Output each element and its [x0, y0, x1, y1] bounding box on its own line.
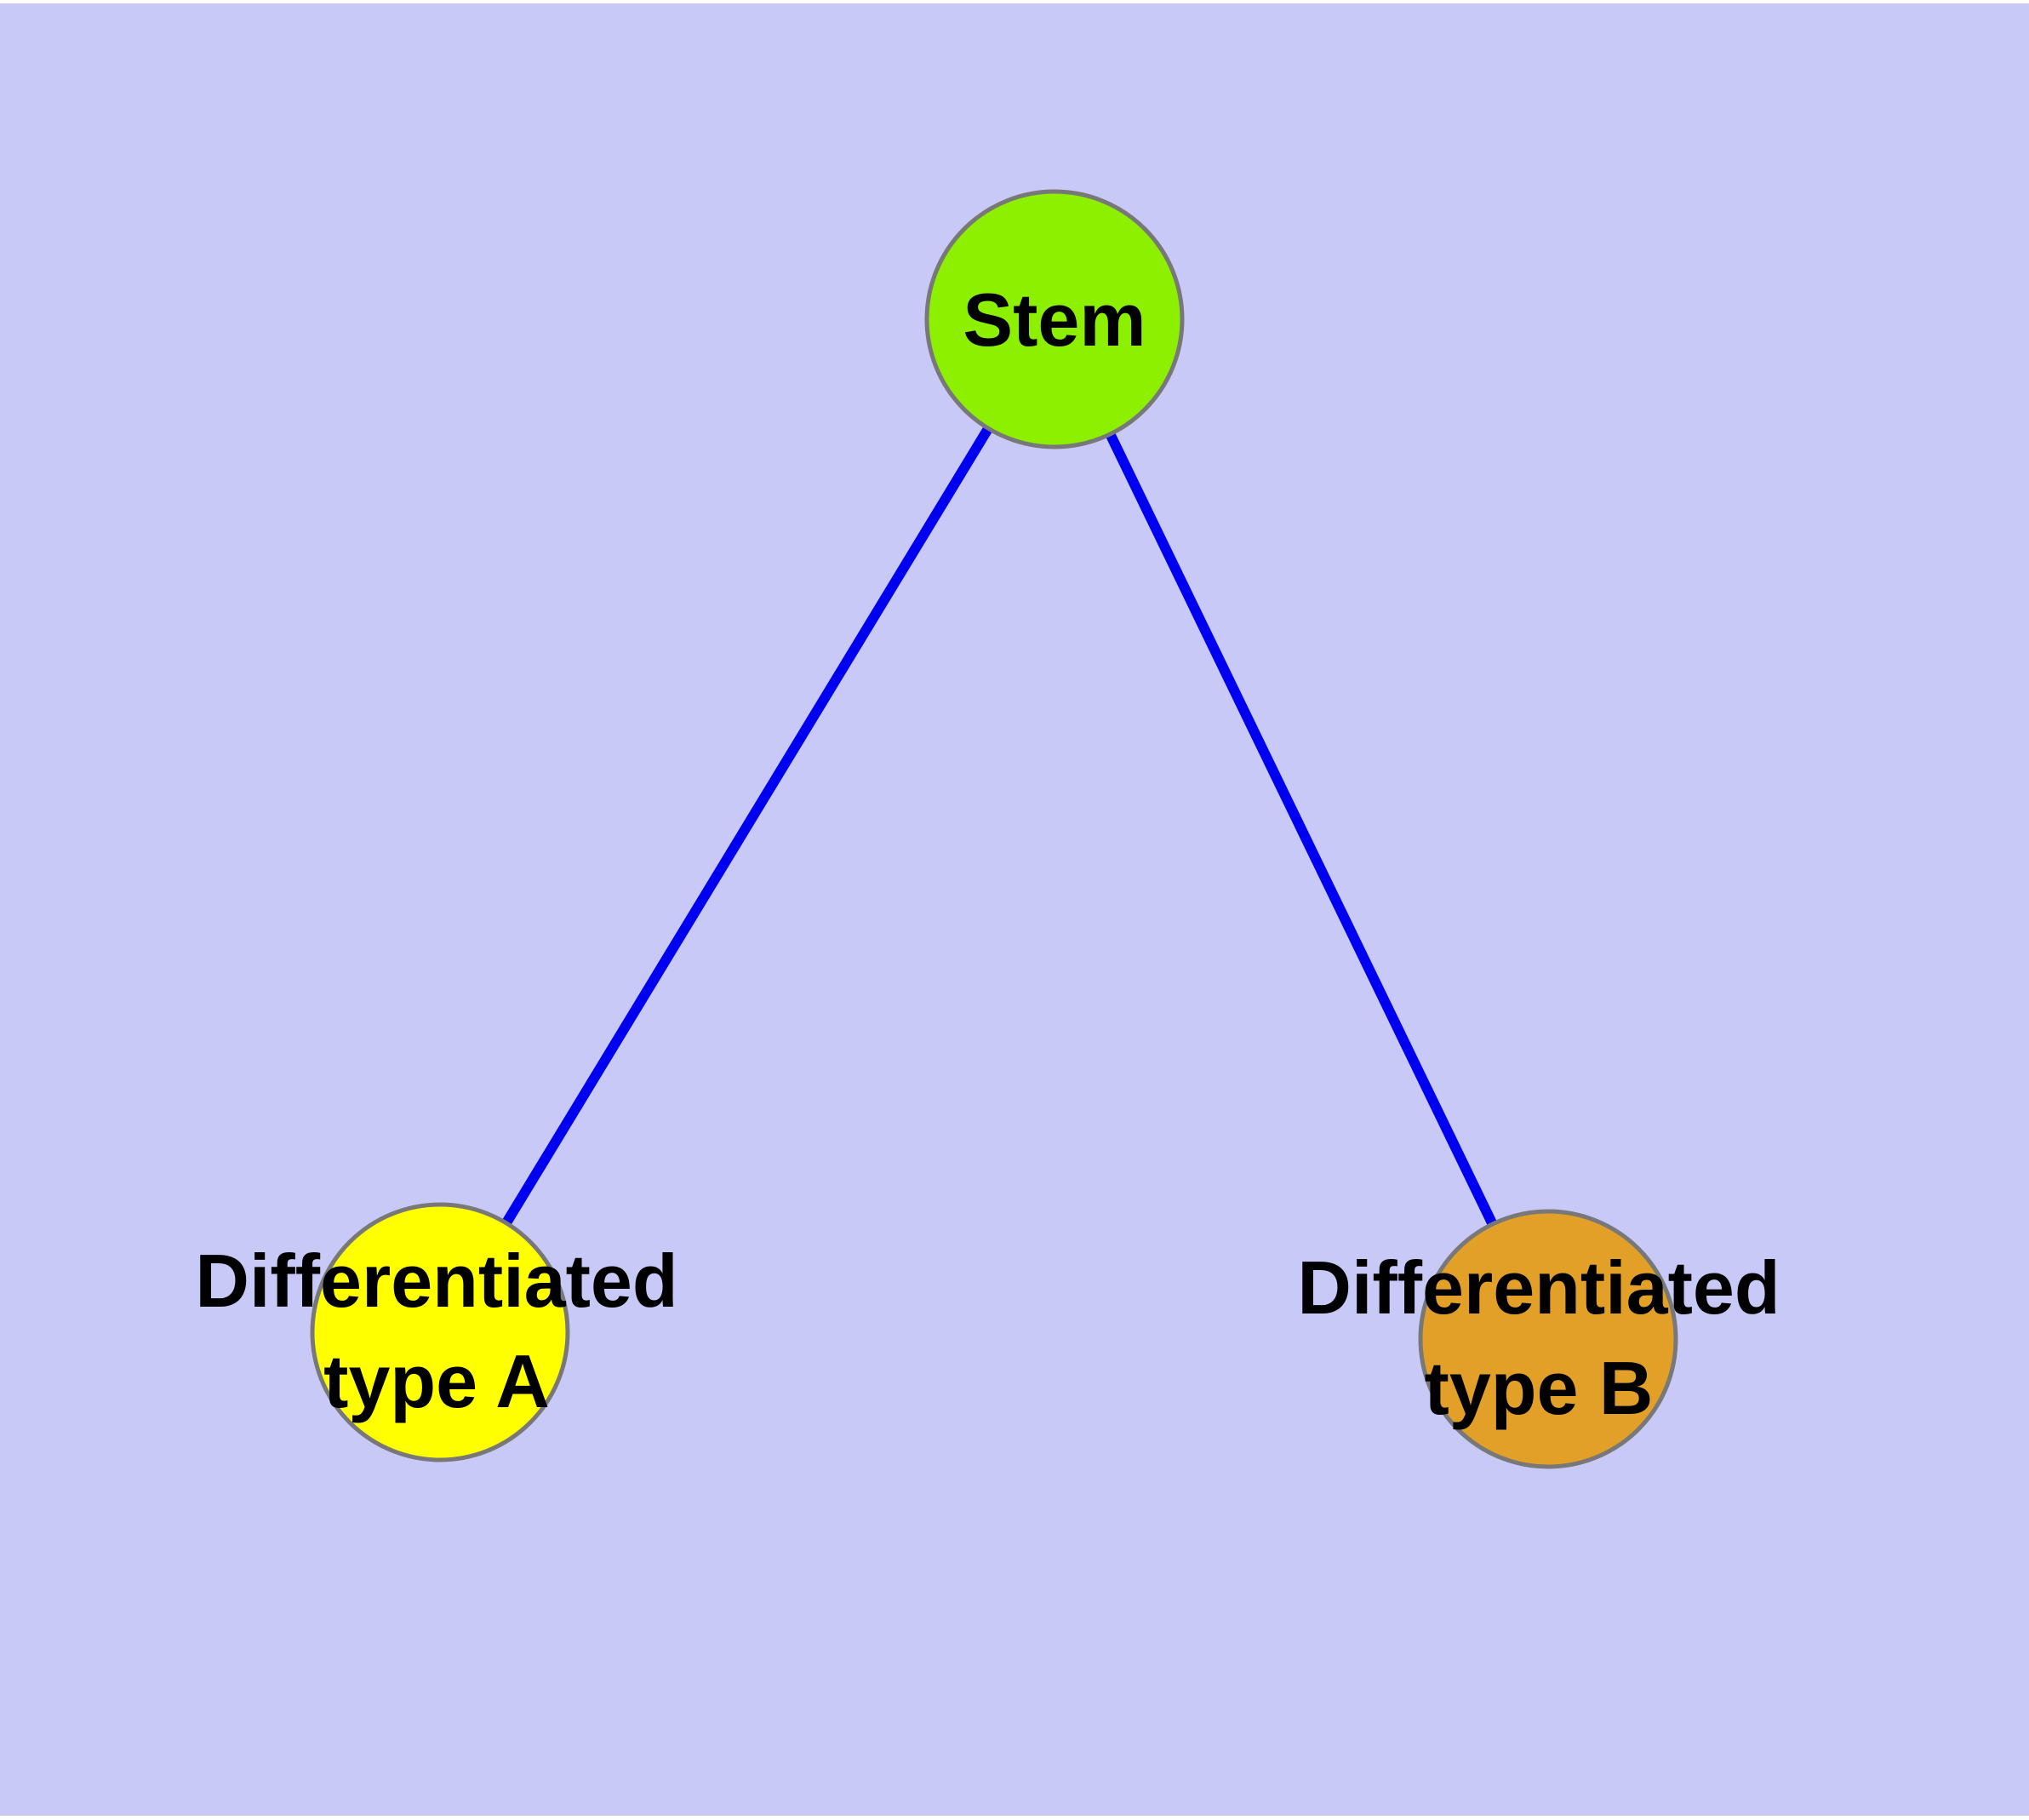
node-stem-circle [924, 189, 1185, 449]
node-differentiated-type-b: Differentiated type B [1297, 1209, 1780, 1469]
node-differentiated-type-a: Differentiated type A [195, 1202, 678, 1462]
node-type-a-circle [310, 1202, 570, 1462]
node-type-a-label-line2: type A [323, 1339, 550, 1423]
edge-stem-to-type-a [435, 316, 1060, 1336]
node-type-b-label-line2: type B [1425, 1346, 1654, 1430]
node-type-b-label-line1: Differentiated [1297, 1245, 1780, 1330]
edge-layer [435, 316, 1553, 1342]
edge-stem-to-type-b [1049, 317, 1553, 1342]
node-stem: Stem [924, 189, 1185, 449]
node-type-b-circle [1418, 1209, 1678, 1469]
node-stem-label: Stem [963, 278, 1146, 362]
node-type-a-label-line1: Differentiated [195, 1239, 677, 1323]
